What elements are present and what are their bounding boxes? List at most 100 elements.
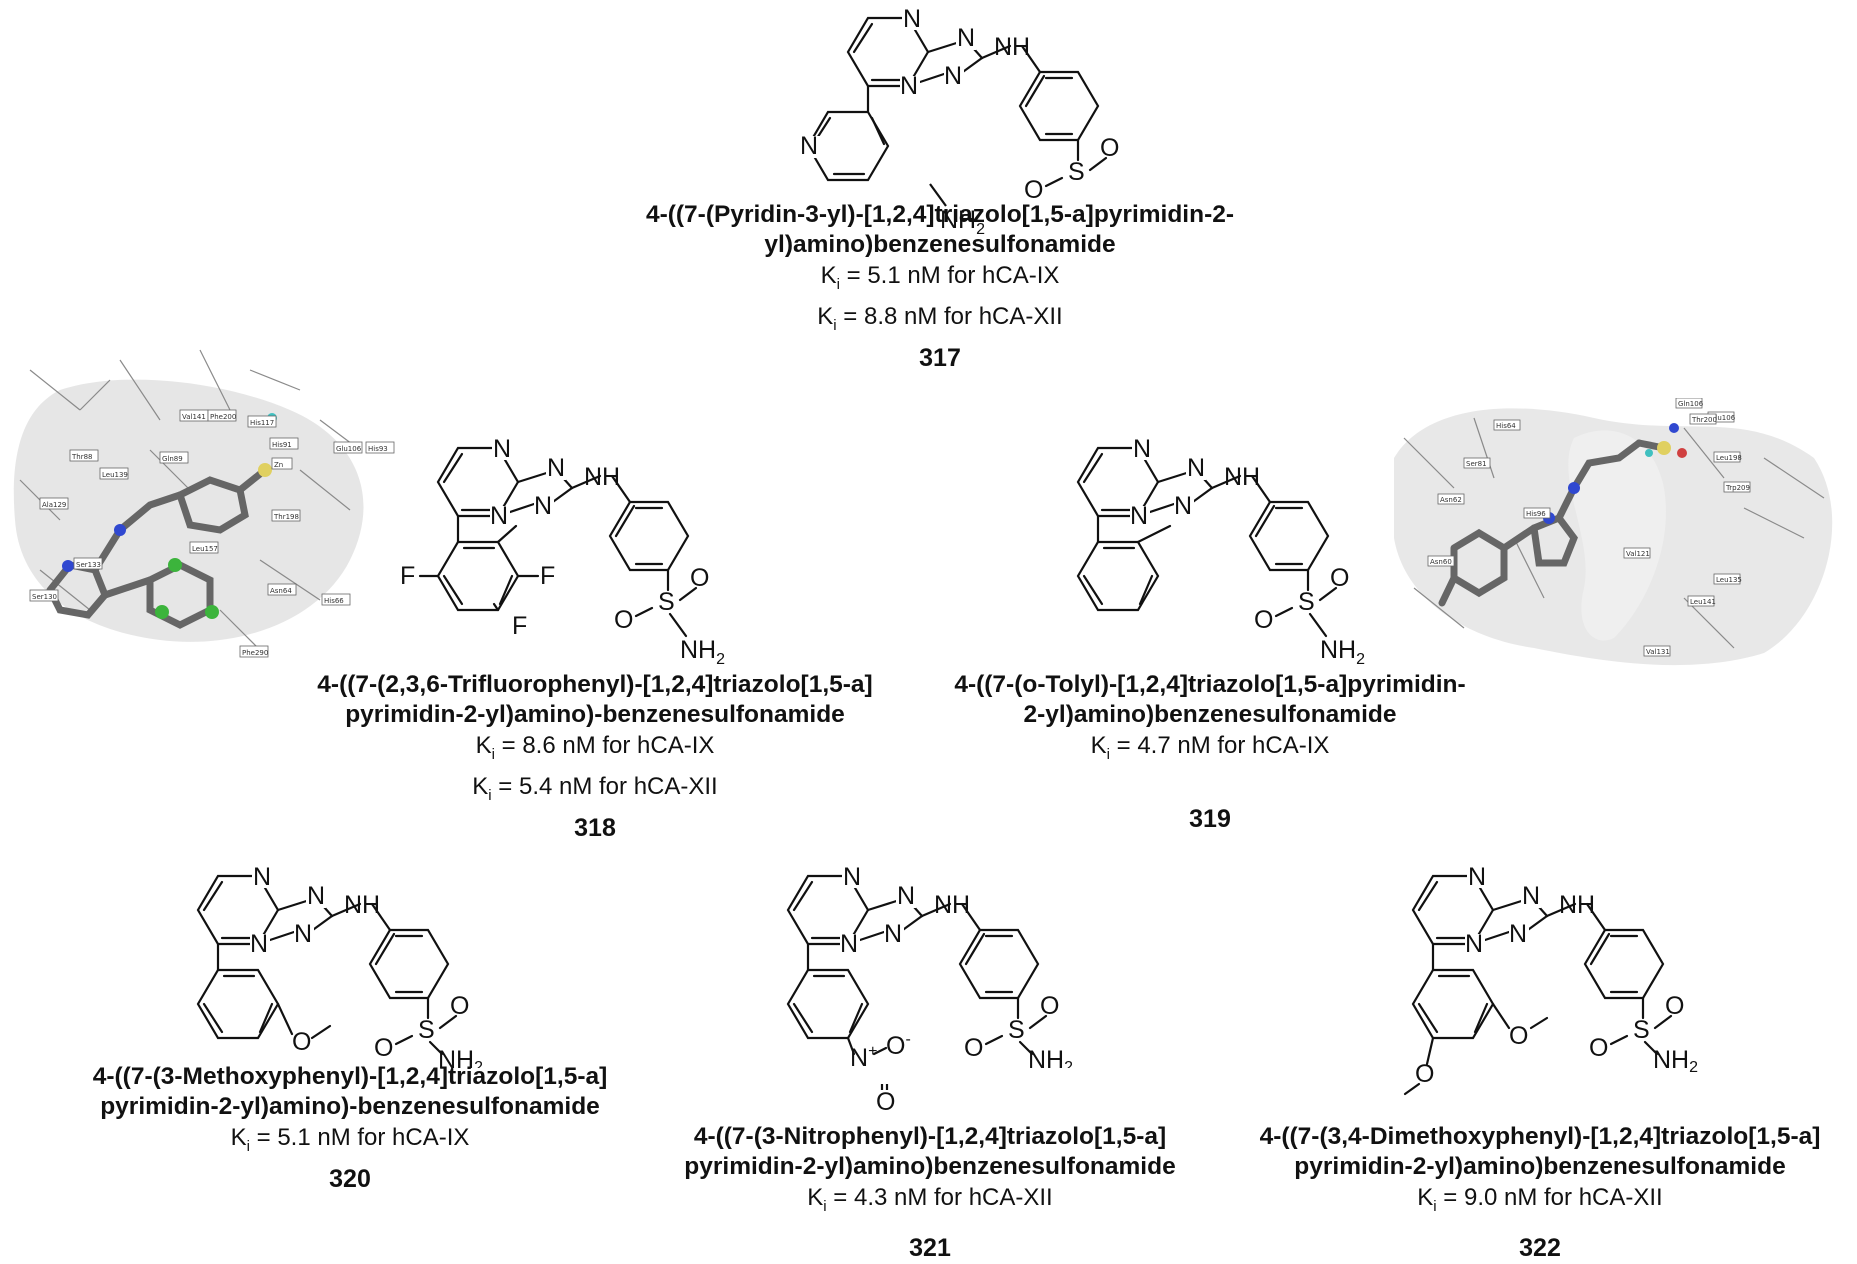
atom-s: S	[1633, 1016, 1650, 1044]
ki-value: Ki = 8.8 nM for hCA-XII	[817, 302, 1063, 334]
atom-o: O	[450, 992, 469, 1020]
atom-s: S	[1008, 1016, 1025, 1044]
ki-value: Ki = 4.3 nM for hCA-XII	[807, 1184, 1053, 1215]
compound-318-structure-block: N N N N NH F F F S O O NH2	[400, 430, 780, 670]
atom-n: N	[1465, 930, 1483, 958]
svg-text:Leu157: Leu157	[192, 545, 218, 553]
atom-o: O	[1415, 1060, 1434, 1088]
svg-text:His91: His91	[272, 441, 292, 449]
svg-text:Thr200: Thr200	[1691, 416, 1717, 424]
atom-n: N	[490, 502, 508, 530]
compound-number: 318	[574, 813, 616, 842]
svg-text:Asn60: Asn60	[1430, 558, 1452, 566]
svg-text:Glu106: Glu106	[1710, 414, 1736, 422]
svg-text:Ser133: Ser133	[76, 561, 101, 569]
compound-number: 321	[909, 1234, 951, 1262]
svg-text:Ala129: Ala129	[42, 501, 66, 509]
ki-value: Ki = 9.0 nM for hCA-XII	[1417, 1184, 1663, 1215]
atom-n: N	[1522, 882, 1540, 910]
atom-nh: NH	[1559, 891, 1595, 919]
atom-n: N	[840, 930, 858, 958]
compound-name-319: 4-((7-(o-Tolyl)-[1,2,4]triazolo[1,5-a]py…	[954, 671, 1466, 728]
docking-pose-image-right: His64 Gln106 Glu106 Thr200 Ser81 Leu198 …	[1384, 398, 1854, 668]
atom-n: N	[884, 920, 902, 948]
svg-text:Thr198: Thr198	[273, 513, 299, 521]
svg-text:Asn64: Asn64	[270, 587, 292, 595]
compound-321-caption: 4-((7-(3-Nitrophenyl)-[1,2,4]triazolo[1,…	[650, 1122, 1210, 1223]
compound-322-caption: 4-((7-(3,4-Dimethoxyphenyl)-[1,2,4]triaz…	[1225, 1122, 1855, 1223]
compound-321-no2-oxygen: O	[870, 1084, 900, 1116]
atom-n: N	[250, 930, 268, 958]
compound-number: 319	[1189, 804, 1231, 833]
compound-name-321: 4-((7-(3-Nitrophenyl)-[1,2,4]triazolo[1,…	[684, 1123, 1176, 1180]
svg-text:Ser81: Ser81	[1466, 460, 1487, 468]
atom-n: N	[307, 882, 325, 910]
atom-n: N	[253, 863, 271, 891]
atom-n: N	[493, 435, 511, 463]
atom-o: O	[690, 564, 709, 592]
svg-text:Phe200: Phe200	[210, 413, 236, 421]
atom-n: N	[294, 920, 312, 948]
compound-name-318: 4-((7-(2,3,6-Trifluorophenyl)-[1,2,4]tri…	[317, 671, 873, 728]
compound-318-caption: 4-((7-(2,3,6-Trifluorophenyl)-[1,2,4]tri…	[270, 670, 920, 844]
atom-o: O	[876, 1088, 895, 1114]
svg-text:Glu106: Glu106	[336, 445, 362, 453]
atom-o: O-	[886, 1031, 911, 1060]
atom-s: S	[658, 588, 675, 616]
ki-value: Ki = 5.1 nM for hCA-IX	[820, 262, 1060, 293]
atom-n: N	[800, 132, 818, 160]
atom-nh2: NH2	[1320, 636, 1365, 668]
svg-text:Leu139: Leu139	[102, 471, 128, 479]
atom-o: O	[1509, 1022, 1528, 1050]
atom-s: S	[1068, 158, 1085, 186]
ki-value: Ki = 8.6 nM for hCA-IX	[475, 732, 715, 763]
compound-320-structure-block: N N N N NH O S O O NH2	[180, 858, 540, 1068]
atom-o: O	[1040, 992, 1059, 1020]
svg-text:Gln89: Gln89	[162, 455, 183, 463]
atom-nh2: NH2	[1028, 1046, 1073, 1068]
svg-text:Val131: Val131	[1646, 648, 1670, 656]
atom-n: N	[534, 492, 552, 520]
compound-317: N N N N NH N S O O 4-((7-(Pyridin-3-yl)-…	[600, 0, 1280, 374]
atom-nh2: NH2	[680, 636, 725, 668]
residue-labels: Thr88 Val141 Phe200 His117 His91 Gln89 L…	[29, 409, 395, 658]
atom-n: N	[1133, 435, 1151, 463]
atom-o: O	[964, 1034, 983, 1062]
atom-n: N	[897, 882, 915, 910]
atom-n: N	[547, 454, 565, 482]
atom-n: N	[900, 72, 918, 100]
atom-o: O	[1100, 134, 1119, 162]
atom-nh: NH	[344, 891, 380, 919]
compound-320-caption: 4-((7-(3-Methoxyphenyl)-[1,2,4]triazolo[…	[50, 1062, 650, 1195]
docking-pose-image-left: Thr88 Val141 Phe200 His117 His91 Gln89 L…	[0, 330, 405, 665]
atom-o: O	[1589, 1034, 1608, 1062]
atom-s: S	[418, 1016, 435, 1044]
svg-text:Phe290: Phe290	[242, 649, 268, 657]
atom-n: N	[1509, 920, 1527, 948]
ki-value: Ki = 5.1 nM for hCA-IX	[230, 1124, 470, 1155]
svg-text:Leu135: Leu135	[1716, 576, 1742, 584]
atom-s: S	[1298, 588, 1315, 616]
compound-name-320: 4-((7-(3-Methoxyphenyl)-[1,2,4]triazolo[…	[92, 1063, 608, 1120]
atom-n: N	[1174, 492, 1192, 520]
svg-text:His64: His64	[1496, 422, 1516, 430]
compound-number: 322	[1519, 1234, 1561, 1262]
svg-text:Trp209: Trp209	[1725, 484, 1750, 492]
compound-number: 320	[329, 1164, 371, 1193]
svg-text:His96: His96	[1526, 510, 1546, 518]
compound-321-structure-block: N N N N NH N+ O- S O O NH2	[770, 858, 1130, 1068]
ki-value: Ki = 4.7 nM for hCA-IX	[1090, 732, 1330, 763]
compound-322-structure-block: N N N N NH O O S O O NH2	[1395, 858, 1755, 1108]
atom-nh: NH	[584, 463, 620, 491]
atom-f: F	[540, 562, 555, 590]
compound-319-caption: 4-((7-(o-Tolyl)-[1,2,4]triazolo[1,5-a]py…	[900, 670, 1520, 835]
atom-o: O	[614, 606, 633, 634]
svg-text:Gln106: Gln106	[1678, 400, 1704, 408]
atom-n: N	[957, 24, 975, 52]
svg-text:Leu198: Leu198	[1716, 454, 1742, 462]
atom-f: F	[512, 612, 527, 640]
svg-text:Val121: Val121	[1626, 550, 1650, 558]
atom-n: N	[843, 863, 861, 891]
atom-o: O	[292, 1028, 311, 1056]
